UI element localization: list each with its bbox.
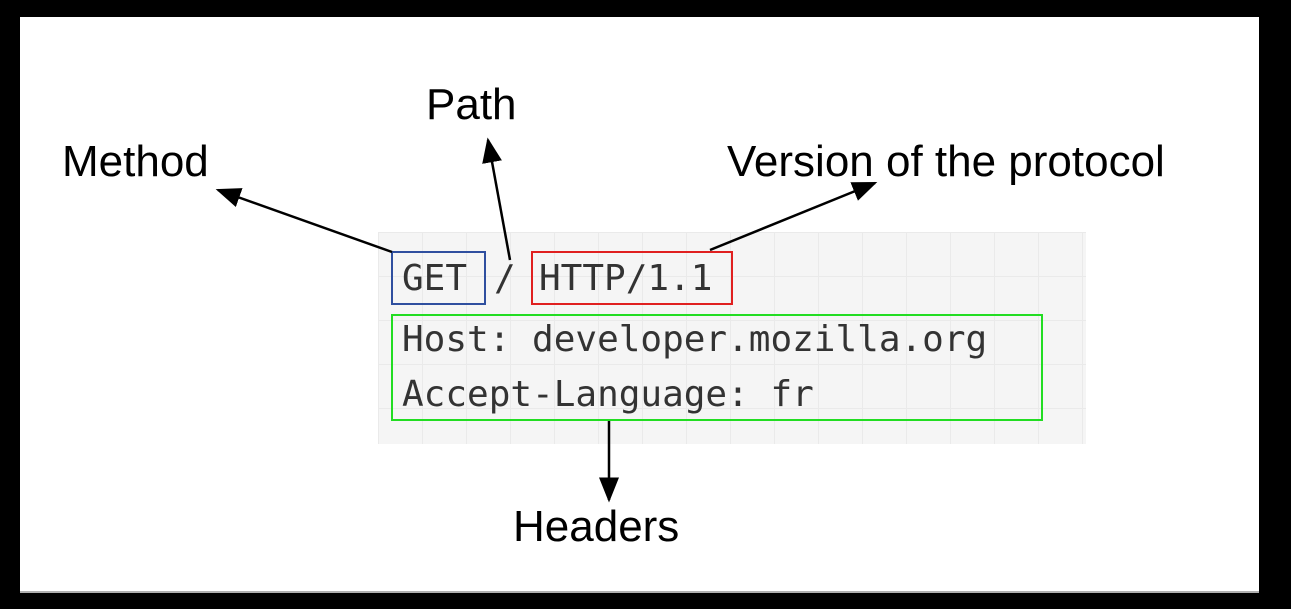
version-arrow <box>709 181 878 252</box>
headers-label: Headers <box>513 502 680 551</box>
method-label: Method <box>62 137 209 186</box>
path-label: Path <box>426 80 517 129</box>
version-highlight-box <box>531 251 733 305</box>
headers-highlight-box <box>391 314 1043 421</box>
path-arrow <box>482 137 512 261</box>
method-highlight-box <box>391 251 486 305</box>
method-arrow <box>215 188 393 254</box>
path-text: / <box>494 258 516 299</box>
version-text: HTTP/1.1 <box>539 258 713 299</box>
header-line: Host: developer.mozilla.org <box>402 319 988 360</box>
method-text: GET <box>402 258 468 299</box>
version-label: Version of the protocol <box>727 137 1165 186</box>
header-line: Accept-Language: fr <box>402 374 814 415</box>
